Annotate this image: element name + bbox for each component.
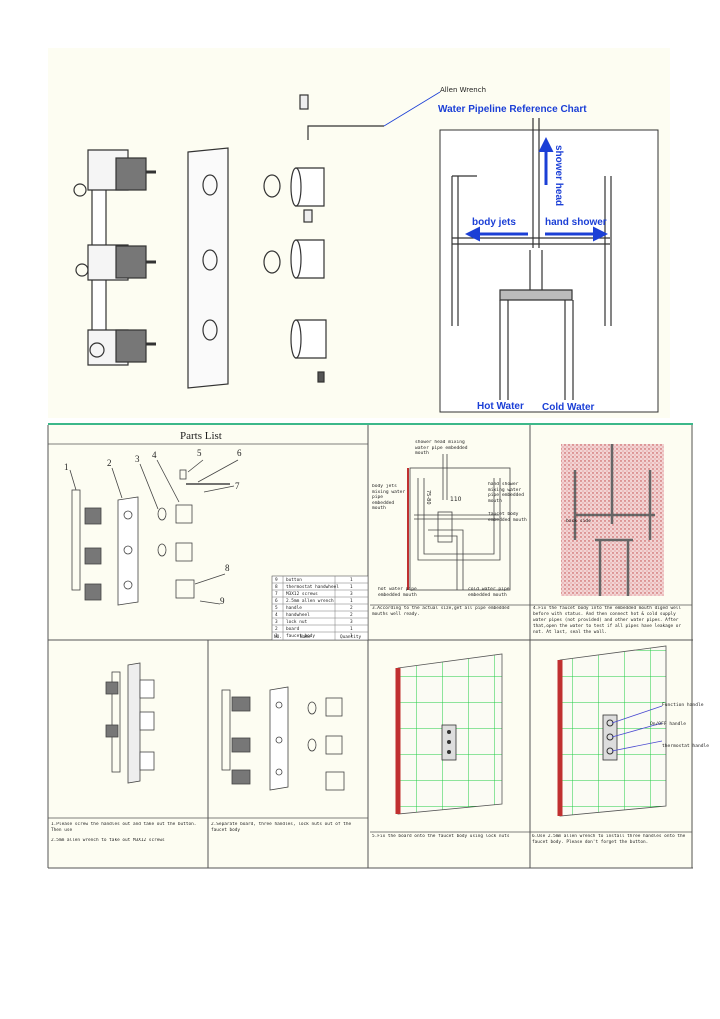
body-jets-mouth-label: body jets mixing water pipe embedded mou…: [372, 484, 406, 512]
faucet-body-mouth-label: faucet body embedded mouth: [488, 512, 527, 523]
handles-drawing: [290, 94, 327, 383]
table-cell-qty: 2: [350, 612, 353, 618]
table-cell-no: 1: [275, 633, 278, 639]
allen-wrench-label: Allen Wrench: [440, 86, 486, 94]
step2-caption: 2.Separate board, three handles, lock nu…: [211, 822, 352, 833]
callout-numbers: 1 2 3 4 5 6 7 8 9: [64, 448, 242, 606]
table-cell-name: M3X12 screws: [286, 591, 318, 597]
callout-6: 6: [237, 448, 242, 458]
hot-water-mouth-label: hot water pipe embedded mouth: [378, 587, 417, 598]
table-cell-qty: 3: [350, 619, 353, 625]
callout-2: 2: [107, 458, 112, 468]
table-cell-name: handwheel: [286, 612, 310, 618]
step5-caption: 5.Fix the board onto the faucet body usi…: [372, 834, 510, 839]
dimension-110: 110: [450, 496, 462, 503]
table-cell-no: 2: [275, 626, 278, 632]
table-cell-qty: 1: [350, 626, 353, 632]
table-cell-no: 4: [275, 612, 278, 618]
table-cell-name: button: [286, 577, 302, 583]
callout-3: 3: [135, 454, 140, 464]
callout-9: 9: [220, 596, 225, 606]
callout-4: 4: [152, 450, 157, 460]
parts-table: 9 button 1 8 thermostat handwheel 1 7 M3X12 scr…: [271, 575, 369, 641]
dimension-side: 75-80: [425, 490, 431, 505]
function-handle-label: Function handle: [662, 702, 704, 708]
step3-panel: shower head mixing water pipe embedded m…: [372, 440, 527, 617]
step1-panel: [105, 662, 155, 784]
instruction-grid: Parts List 1 2 3 4 5 6 7 8 9: [47, 423, 709, 869]
shower-head-mouth-label: shower head mixing water pipe embedded m…: [415, 440, 468, 454]
step4-panel: back side 4.Fix the faucet body into the…: [533, 444, 682, 635]
table-cell-qty: 1: [350, 633, 353, 639]
table-cell-name: 2.5mm allen wrench: [286, 598, 334, 604]
step4-caption: 4.Fix the faucet body into the embedded …: [533, 606, 682, 635]
lock-nuts-drawing: [263, 174, 281, 274]
callout-8: 8: [225, 563, 230, 573]
cold-water-label: Cold Water: [542, 402, 595, 413]
table-cell-no: 8: [275, 584, 278, 590]
table-cell-name: board: [286, 626, 300, 632]
chart-title: Water Pipeline Reference Chart: [438, 104, 587, 115]
shower-head-label: shower head: [553, 145, 564, 206]
hand-shower-label: hand shower: [545, 217, 607, 228]
faucet-body-drawing: [73, 149, 156, 366]
table-cell-qty: 2: [350, 605, 353, 611]
board-drawing: [187, 147, 229, 389]
table-cell-qty: 1: [350, 577, 353, 583]
exploded-view-panel: Allen Wrench Water Pipeline Reference Ch…: [48, 48, 670, 418]
table-cell-no: 9: [275, 577, 278, 583]
parts-list-title: Parts List: [180, 430, 222, 442]
table-cell-qty: 3: [350, 591, 353, 597]
callout-1: 1: [64, 462, 69, 472]
table-cell-qty: 1: [350, 584, 353, 590]
table-cell-no: 7: [275, 591, 278, 597]
on-off-handle-label: On/OFF handle: [650, 721, 686, 727]
step6-caption: 6.Use 2.5mm allen wrench to install thre…: [532, 834, 686, 845]
step1-caption-line1: 1.Please screw the handles out and take …: [51, 822, 197, 833]
table-cell-no: 3: [275, 619, 278, 625]
header-quantity: Quantity: [340, 634, 362, 640]
cold-water-mouth-label: cold water pipe embedded mouth: [468, 587, 510, 598]
pipeline-reference-chart: shower head body jets hand shower Hot Wa…: [439, 118, 659, 413]
header-no: NO.: [274, 634, 282, 640]
step2-panel: [221, 686, 345, 791]
table-cell-no: 6: [275, 598, 278, 604]
table-cell-name: handle: [286, 605, 302, 611]
parts-drawing: [69, 459, 239, 606]
callout-5: 5: [197, 448, 202, 458]
table-cell-name: faucet body: [286, 633, 315, 639]
step5-panel: [395, 653, 503, 815]
back-side-label: back side: [566, 518, 591, 524]
thermostat-handle-label: thermostat handle: [662, 743, 709, 749]
table-cell-name: lock nut: [286, 619, 308, 625]
allen-wrench-drawing: [307, 125, 384, 140]
parts-list-panel: Parts List 1 2 3 4 5 6 7 8 9: [48, 430, 369, 641]
hot-water-label: Hot Water: [477, 401, 524, 412]
table-cell-name: thermostat handwheel: [286, 584, 339, 590]
table-cell-qty: 1: [350, 598, 353, 604]
step3-caption: 3.According to the actual size,get all p…: [372, 606, 510, 617]
step1-caption-line2: 2.5mm allen wrench to take out M3X12 scr…: [51, 838, 165, 843]
body-jets-label: body jets: [472, 217, 516, 228]
hand-shower-mouth-label: hand shower mixing water pipe embedded m…: [488, 482, 524, 504]
callout-7: 7: [235, 481, 240, 491]
table-cell-no: 5: [275, 605, 278, 611]
step6-panel: Function handle On/OFF handle thermostat…: [557, 645, 709, 817]
header-name: Name: [300, 634, 311, 640]
